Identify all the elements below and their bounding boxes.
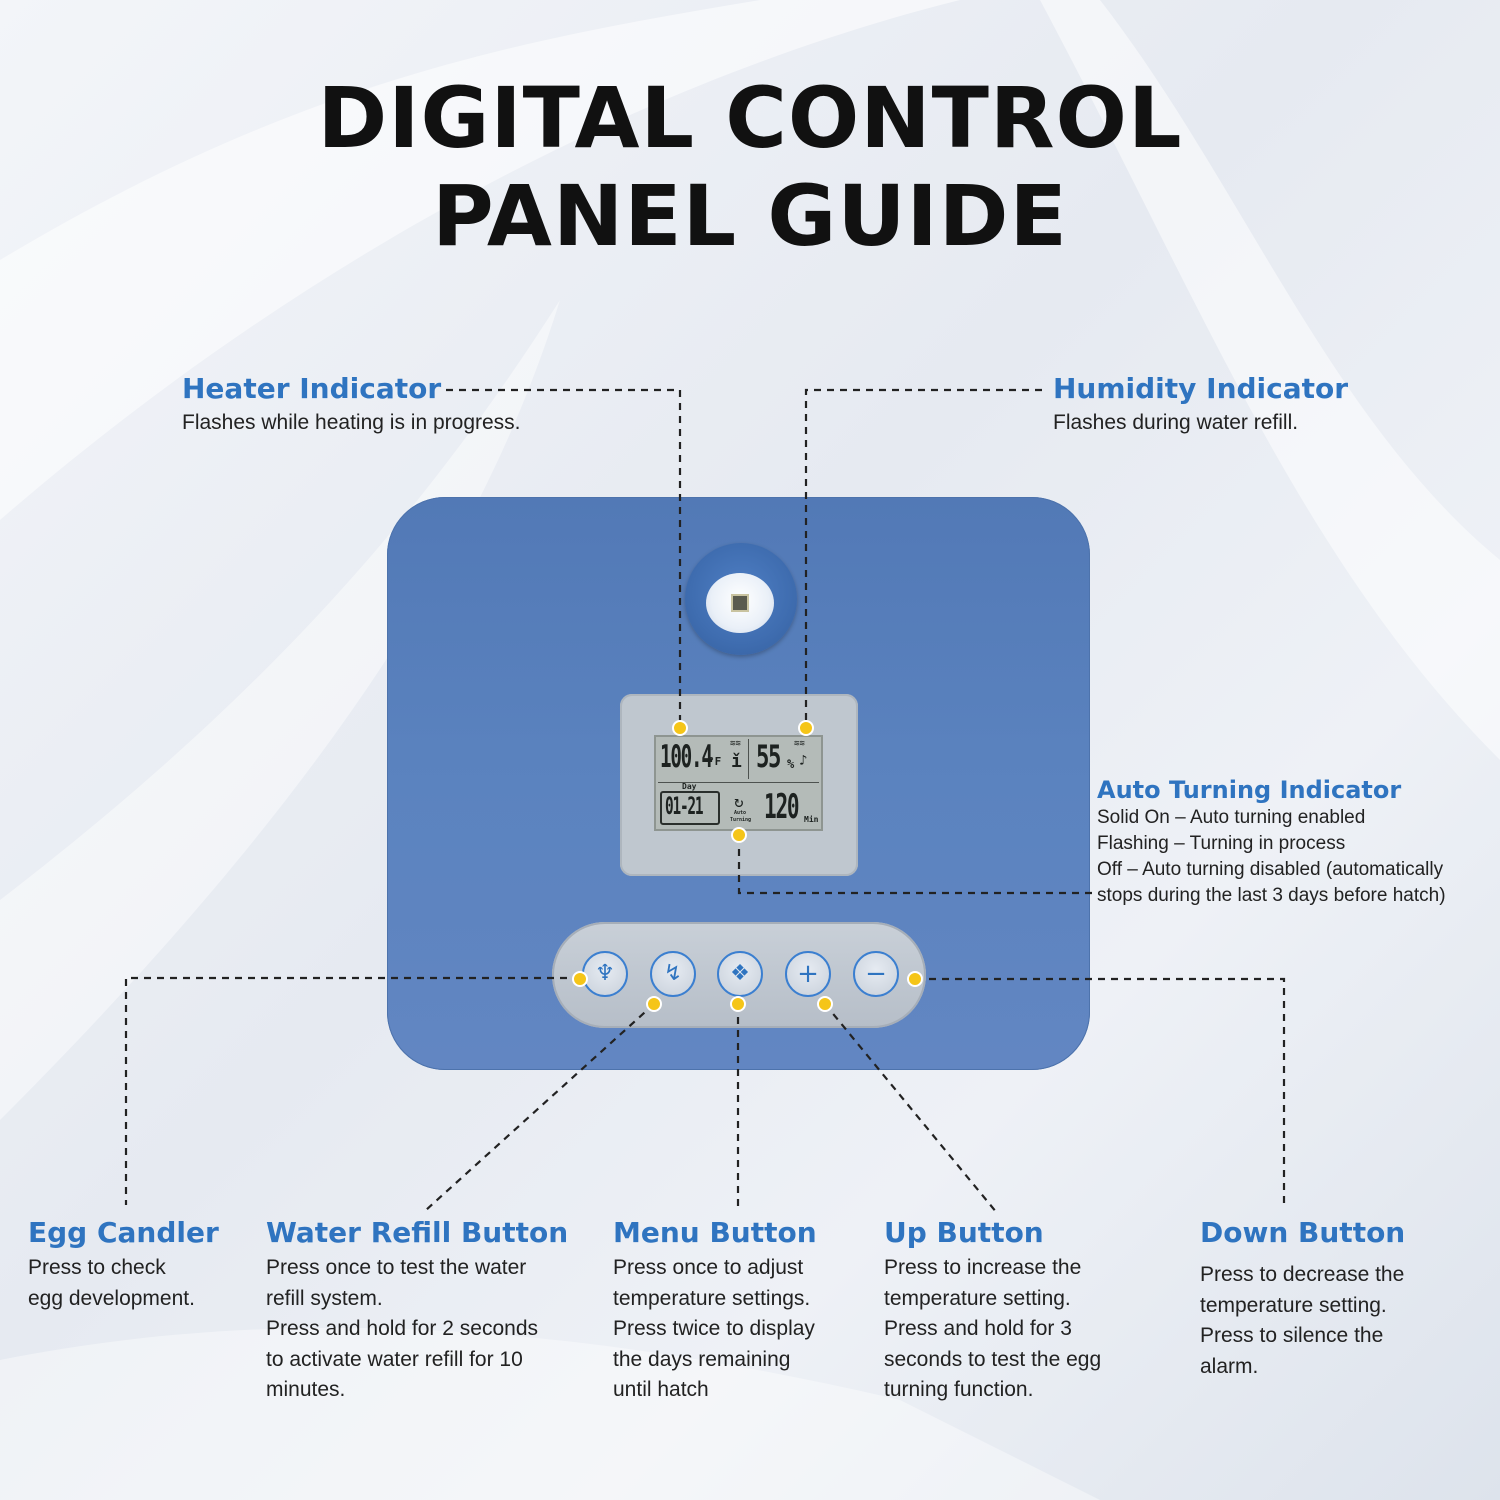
down-line: alarm. <box>1200 1354 1259 1378</box>
water-refill-line: Press and hold for 2 seconds <box>266 1317 538 1340</box>
humidity-callout: Humidity Indicator Flashes during water … <box>1053 372 1348 439</box>
water-refill-heading: Water Refill Button <box>266 1216 569 1249</box>
plus-icon: + <box>797 959 819 989</box>
page-title-line-1: DIGITAL CONTROL <box>317 69 1183 167</box>
diamond-grid-icon: ❖ <box>730 961 750 986</box>
auto-turning-line: Off – Auto turning disabled (automatical… <box>1097 859 1444 880</box>
auto-turning-line: Solid On – Auto turning enabled <box>1097 807 1366 828</box>
heater-heading: Heater Indicator <box>182 372 442 405</box>
candler-led-icon <box>731 594 749 612</box>
lcd-turn-minutes: 120 <box>764 787 800 827</box>
lcd-humidity: 55 <box>756 739 781 775</box>
egg-candler-button[interactable]: ♆ <box>582 951 628 997</box>
water-drop-icon: ♪ <box>799 753 808 769</box>
egg-candler-heading: Egg Candler <box>28 1216 219 1249</box>
up-heading: Up Button <box>884 1216 1044 1249</box>
page-title-line-2: PANEL GUIDE <box>432 167 1068 265</box>
menu-line: until hatch <box>613 1378 709 1401</box>
water-refill-line: to activate water refill for 10 <box>266 1347 523 1371</box>
up-line: seconds to test the egg <box>884 1347 1102 1371</box>
water-refill-button[interactable]: ↯ <box>650 951 696 997</box>
up-line: Press and hold for 3 <box>884 1317 1072 1340</box>
menu-callout: Menu Button Press once to adjust tempera… <box>613 1216 817 1406</box>
egg-candler-callout: Egg Candler Press to check egg developme… <box>28 1216 219 1314</box>
flashlight-icon: ♆ <box>595 961 615 986</box>
down-line: temperature setting. <box>1200 1293 1387 1317</box>
up-callout: Up Button Press to increase the temperat… <box>884 1216 1101 1406</box>
menu-line: Press twice to display <box>613 1317 815 1340</box>
lcd-display: 100.4 °F ≋≋ ǐ 55 % ≋≋ ♪ Day 01-21 ↻ Auto… <box>654 735 823 831</box>
auto-turning-line: stops during the last 3 days before hatc… <box>1097 885 1446 906</box>
down-line: Press to silence the <box>1200 1324 1384 1347</box>
lcd-hline <box>658 782 819 783</box>
menu-line: the days remaining <box>613 1347 791 1371</box>
lcd-temperature: 100.4 <box>660 739 713 775</box>
lcd-turning-label: Turning <box>730 817 752 823</box>
humidity-waves-icon: ≋≋ <box>794 739 805 749</box>
lcd-min-label: Min <box>804 815 819 824</box>
heater-description: Flashes while heating is in progress. <box>182 411 521 434</box>
water-refill-line: refill system. <box>266 1286 383 1310</box>
up-line: Press to increase the <box>884 1256 1082 1279</box>
water-pump-icon: ↯ <box>663 961 683 986</box>
humidity-heading: Humidity Indicator <box>1053 372 1349 405</box>
egg-candler-line: egg development. <box>28 1286 195 1310</box>
down-callout: Down Button Press to decrease the temper… <box>1200 1216 1405 1382</box>
heater-callout: Heater Indicator Flashes while heating i… <box>182 372 521 439</box>
minus-icon: − <box>865 959 887 989</box>
auto-turning-icon: ↻ <box>734 792 744 811</box>
down-heading: Down Button <box>1200 1216 1406 1249</box>
lcd-day-label: Day <box>682 782 697 791</box>
menu-button[interactable]: ❖ <box>717 951 763 997</box>
auto-turning-heading: Auto Turning Indicator <box>1097 776 1402 804</box>
lcd-day-box <box>660 791 720 825</box>
lcd-temp-unit: °F <box>708 755 722 768</box>
down-button[interactable]: − <box>853 951 899 997</box>
lcd-humidity-unit: % <box>787 757 795 771</box>
water-refill-callout: Water Refill Button Press once to test t… <box>266 1216 568 1406</box>
menu-line: Press once to adjust <box>613 1256 804 1279</box>
egg-candler-line: Press to check <box>28 1256 166 1279</box>
up-line: temperature setting. <box>884 1286 1071 1310</box>
lcd-divider <box>748 739 749 779</box>
thermometer-icon: ǐ <box>731 751 742 772</box>
auto-turning-line: Flashing – Turning in process <box>1097 833 1346 854</box>
up-button[interactable]: + <box>785 951 831 997</box>
water-refill-line: minutes. <box>266 1378 346 1401</box>
humidity-description: Flashes during water refill. <box>1053 411 1299 434</box>
menu-heading: Menu Button <box>613 1216 817 1249</box>
lcd-auto-label: Auto <box>734 810 747 816</box>
auto-turning-callout: Auto Turning Indicator Solid On – Auto t… <box>1097 775 1446 909</box>
water-refill-line: Press once to test the water <box>266 1256 527 1279</box>
down-line: Press to decrease the <box>1200 1263 1405 1286</box>
lcd-day-value: 01-21 <box>665 792 704 820</box>
menu-line: temperature settings. <box>613 1286 811 1310</box>
heater-waves-icon: ≋≋ <box>730 739 741 749</box>
up-line: turning function. <box>884 1378 1034 1401</box>
